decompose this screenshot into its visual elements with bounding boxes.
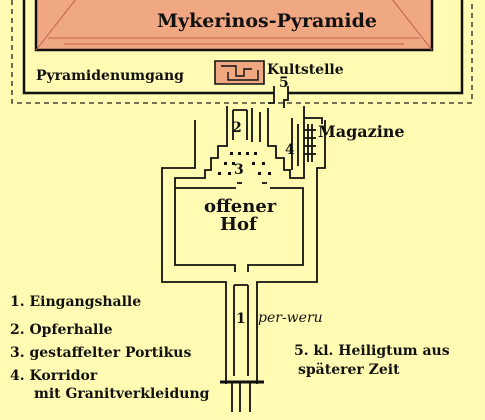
note-5-line1: 5. kl. Heiligtum aus — [294, 343, 450, 359]
corridor-walls — [268, 86, 289, 108]
courtyard — [174, 182, 304, 272]
entrance-hall — [220, 284, 264, 412]
number-3: 3 — [234, 162, 244, 178]
legend-item-3: 3. gestaffelter Portikus — [10, 345, 192, 361]
label-courtyard-2: Hof — [220, 214, 257, 235]
enclosure-wall-dashed — [11, 0, 473, 104]
label-cult-place: Kultstelle — [267, 62, 344, 78]
label-per-weru: per-weru — [258, 310, 323, 326]
temple-core — [174, 106, 323, 188]
label-storerooms: Magazine — [318, 122, 405, 141]
legend-item-1: 1. Eingangshalle — [10, 294, 142, 310]
pyramid — [34, 0, 434, 52]
note-5-line2: späterer Zeit — [298, 362, 400, 378]
legend-item-4b: mit Granitverkleidung — [34, 386, 210, 402]
number-4: 4 — [285, 142, 295, 158]
number-5: 5 — [279, 75, 289, 91]
legend-item-2: 2. Opferhalle — [10, 322, 113, 338]
portico-columns — [218, 152, 271, 175]
label-courtyard-1: offener — [204, 196, 277, 217]
enclosure-wall — [22, 0, 464, 95]
cult-place — [214, 60, 265, 85]
number-2: 2 — [232, 120, 242, 136]
number-1: 1 — [236, 311, 246, 327]
temple-outer-wall — [161, 120, 326, 384]
label-enclosure: Pyramidenumgang — [36, 68, 184, 84]
pyramid-title: Mykerinos-Pyramide — [157, 10, 377, 32]
legend-item-4: 4. Korridor — [10, 368, 98, 384]
